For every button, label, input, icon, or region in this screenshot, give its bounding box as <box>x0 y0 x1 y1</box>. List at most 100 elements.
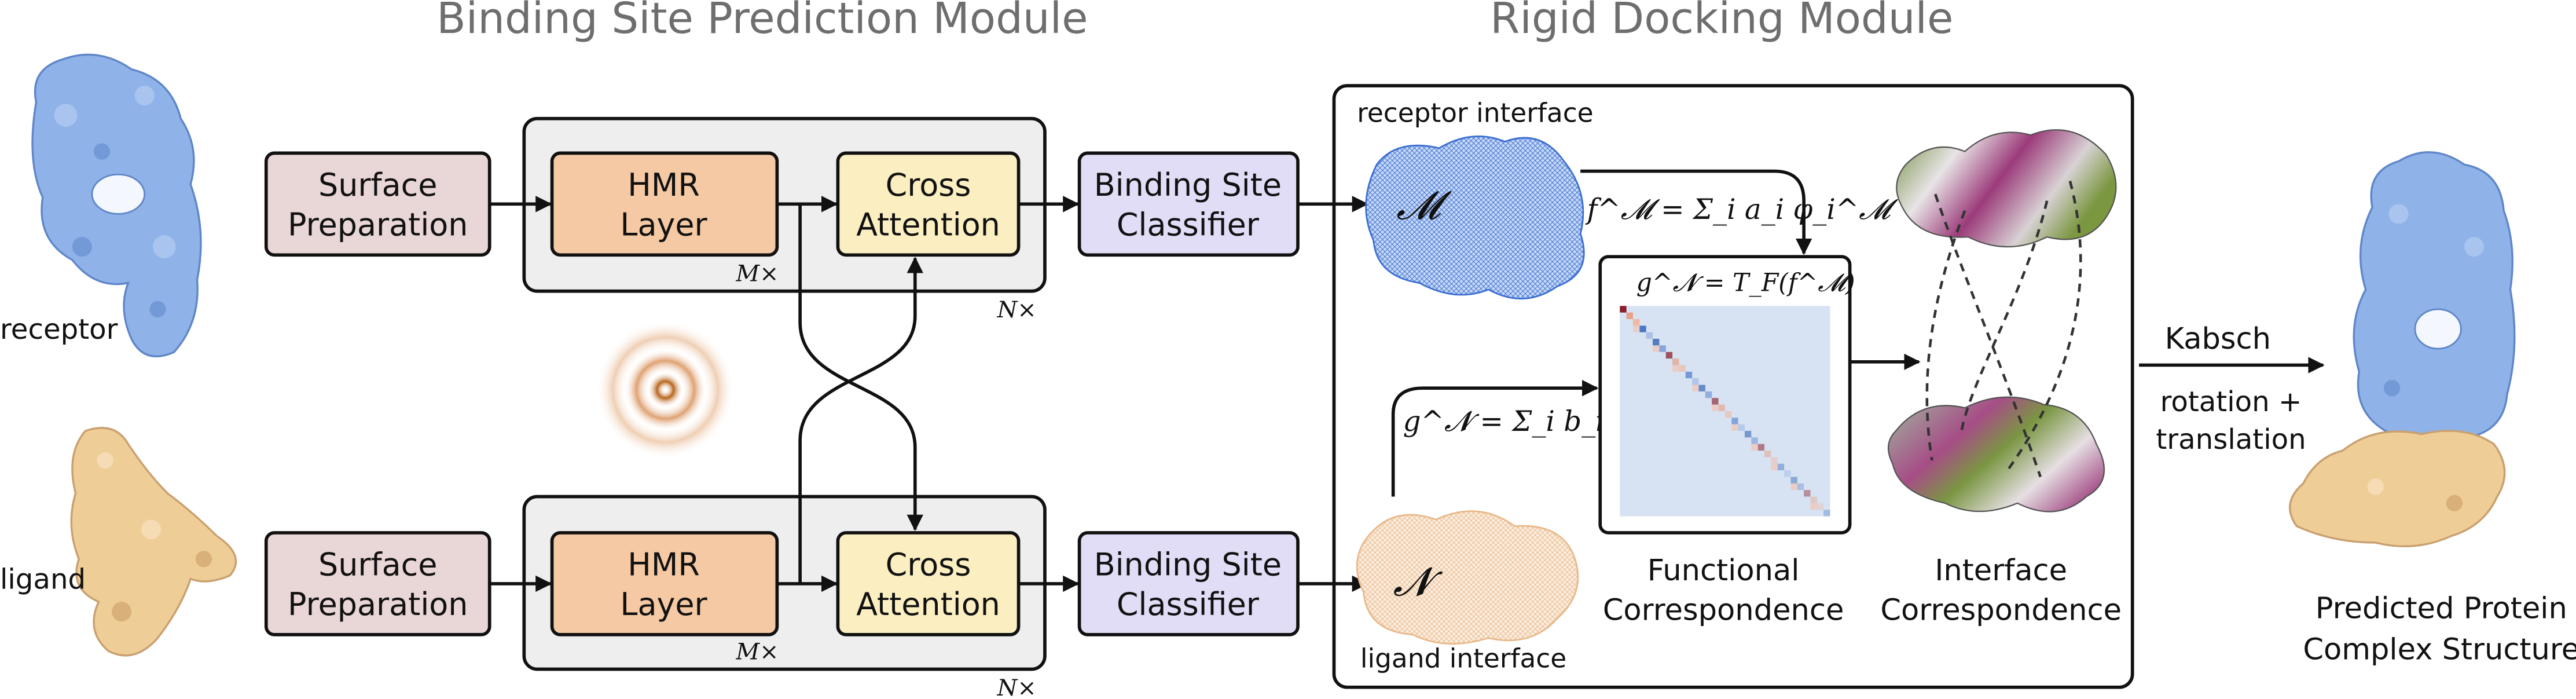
svg-text:Classifier: Classifier <box>1117 206 1260 243</box>
matrix-cell <box>1692 385 1699 391</box>
flow-arrows <box>489 196 1369 592</box>
matrix-cell <box>1632 325 1640 332</box>
svg-text:Surface: Surface <box>318 167 437 203</box>
matrix-cell <box>1764 451 1771 458</box>
matrix-cell <box>1672 358 1679 365</box>
predicted-complex-label-1: Predicted Protein <box>2316 592 2567 626</box>
matrix-cell <box>1679 365 1686 372</box>
f-equation: f^𝓜 = Σ_i a_i φ_i^𝓜 <box>1586 193 1899 226</box>
docking-arrows <box>1391 169 2325 497</box>
matrix-cell <box>1632 319 1640 326</box>
translation-label: translation <box>2156 423 2306 456</box>
ligand-label: ligand <box>0 563 86 595</box>
kabsch-label: Kabsch <box>2165 322 2271 356</box>
inner-repeat-label-bottom: M× <box>735 638 779 665</box>
receptor-surface-colored <box>1896 129 2117 248</box>
matrix-cell <box>1712 404 1719 411</box>
svg-text:Surface: Surface <box>318 547 437 583</box>
receptor-protein-image <box>31 53 202 357</box>
classifier-block-top: Binding Site Classifier <box>1077 151 1300 257</box>
outer-repeat-label-top: N× <box>997 297 1037 323</box>
correspondence-dashed-lines <box>1925 181 2082 478</box>
svg-text:HMR: HMR <box>628 547 700 583</box>
matrix-cell <box>1731 424 1738 431</box>
matrix-cell <box>1751 444 1758 451</box>
ligand-interface-mesh <box>1356 510 1579 645</box>
functional-correspondence-label-2: Correspondence <box>1603 593 1844 627</box>
matrix-cell <box>1712 398 1719 405</box>
matrix-cell <box>1685 371 1693 379</box>
matrix-cell <box>1804 490 1811 497</box>
spectral-rings-icon <box>596 320 735 459</box>
functional-correspondence-label-1: Functional <box>1647 554 1800 588</box>
matrix-cell <box>1817 503 1824 510</box>
matrix-cell <box>1790 483 1797 491</box>
matrix-cell <box>1653 339 1660 346</box>
svg-text:Preparation: Preparation <box>288 206 468 243</box>
predicted-complex-label-2: Complex Structure <box>2303 632 2576 667</box>
interface-correspondence-label-2: Correspondence <box>1880 593 2122 627</box>
svg-text:Binding Site: Binding Site <box>1094 547 1282 583</box>
inner-repeat-label-top: M× <box>735 261 779 287</box>
t-equation: g^𝓝 = T_F(f^𝓜) <box>1636 269 1855 298</box>
title-rigid-docking-module: Rigid Docking Module <box>1490 0 1953 43</box>
receptor-interface-mesh <box>1365 136 1585 299</box>
predicted-complex-image <box>2289 151 2516 547</box>
matrix-cell <box>1757 444 1765 451</box>
classifier-block-bottom: Binding Site Classifier <box>1077 531 1300 636</box>
matrix-cell <box>1724 411 1732 418</box>
matrix-cell <box>1823 510 1830 517</box>
svg-text:Attention: Attention <box>856 206 1000 243</box>
interface-correspondence-label-1: Interface <box>1935 554 2067 588</box>
matrix-cell <box>1738 424 1745 431</box>
matrix-cell <box>1653 345 1660 352</box>
matrix-cell <box>1731 418 1738 424</box>
matrix-cell <box>1790 477 1797 484</box>
matrix-cell <box>1810 496 1817 503</box>
matrix-cell <box>1751 437 1758 444</box>
matrix-cell <box>1626 312 1633 319</box>
ligand-surface-colored <box>1887 396 2105 513</box>
matrix-cell <box>1771 463 1778 471</box>
matrix-cell <box>1784 470 1791 477</box>
ligand-protein-image <box>70 427 237 657</box>
hmr-layer-block-bottom: HMR Layer <box>550 531 779 636</box>
cross-attention-block-bottom: Cross Attention <box>836 531 1021 636</box>
matrix-cell <box>1672 365 1679 372</box>
matrix-cell <box>1692 378 1699 385</box>
svg-text:Layer: Layer <box>620 586 707 623</box>
svg-text:Attention: Attention <box>856 586 1000 623</box>
surface-preparation-block-bottom: Surface Preparation <box>264 531 491 636</box>
matrix-cell <box>1639 325 1646 332</box>
receptor-interface-label: receptor interface <box>1357 97 1593 128</box>
matrix-cell <box>1665 352 1673 359</box>
ligand-interface-label: ligand interface <box>1360 643 1566 674</box>
outer-repeat-label-bottom: N× <box>997 675 1037 699</box>
svg-text:Preparation: Preparation <box>288 586 468 623</box>
matrix-cell <box>1646 332 1653 339</box>
matrix-cell <box>1771 457 1778 464</box>
matrix-cell <box>1718 404 1725 411</box>
receptor-label: receptor <box>0 313 118 346</box>
hmr-layer-block-top: HMR Layer <box>550 151 779 257</box>
functional-map-diagonal <box>1620 306 1830 517</box>
svg-text:Classifier: Classifier <box>1117 586 1260 623</box>
svg-text:Binding Site: Binding Site <box>1094 167 1282 203</box>
matrix-cell <box>1659 345 1666 352</box>
svg-text:Cross: Cross <box>886 547 971 583</box>
rotation-label: rotation + <box>2160 386 2302 418</box>
matrix-cell <box>1810 503 1817 510</box>
matrix-cell <box>1744 430 1752 438</box>
svg-text:Cross: Cross <box>886 167 971 203</box>
svg-text:HMR: HMR <box>628 167 700 203</box>
matrix-cell <box>1705 391 1712 398</box>
matrix-cell <box>1797 483 1804 491</box>
matrix-cell <box>1777 463 1785 471</box>
docking-module-container <box>1332 84 2134 689</box>
surface-preparation-block-top: Surface Preparation <box>264 151 491 257</box>
title-binding-site-module: Binding Site Prediction Module <box>436 0 1088 43</box>
matrix-cell <box>1698 385 1705 391</box>
svg-text:Layer: Layer <box>620 206 707 243</box>
matrix-cell <box>1620 306 1627 313</box>
